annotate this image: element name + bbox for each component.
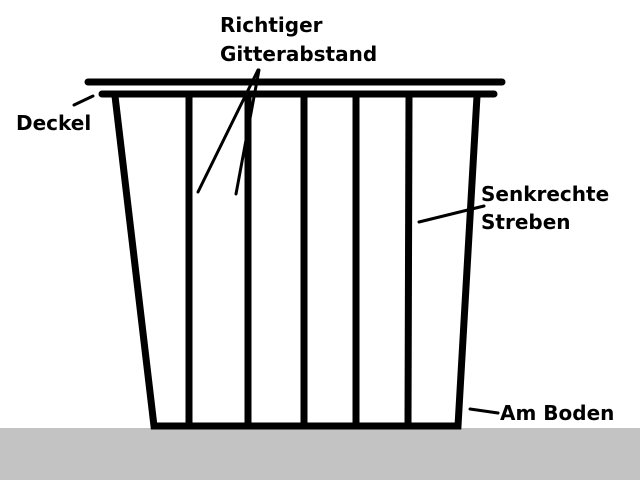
lid-pointer [72,94,95,107]
bars-pointer [417,204,486,224]
label-spacing-line2: Gitterabstand [220,42,377,66]
cage-body [111,95,481,430]
floor-pointer [468,407,500,415]
label-bars-line2: Streben [481,210,571,234]
vertical-bar-5 [404,95,413,427]
label-floor: Am Boden [500,401,614,425]
label-spacing-line1: Richtiger [220,13,323,37]
label-lid: Deckel [16,111,91,135]
ground [0,428,640,480]
label-bars-line1: Senkrechte [481,182,609,206]
spacing-pointer-1 [196,68,260,194]
spacing-pointer-2 [234,68,261,196]
